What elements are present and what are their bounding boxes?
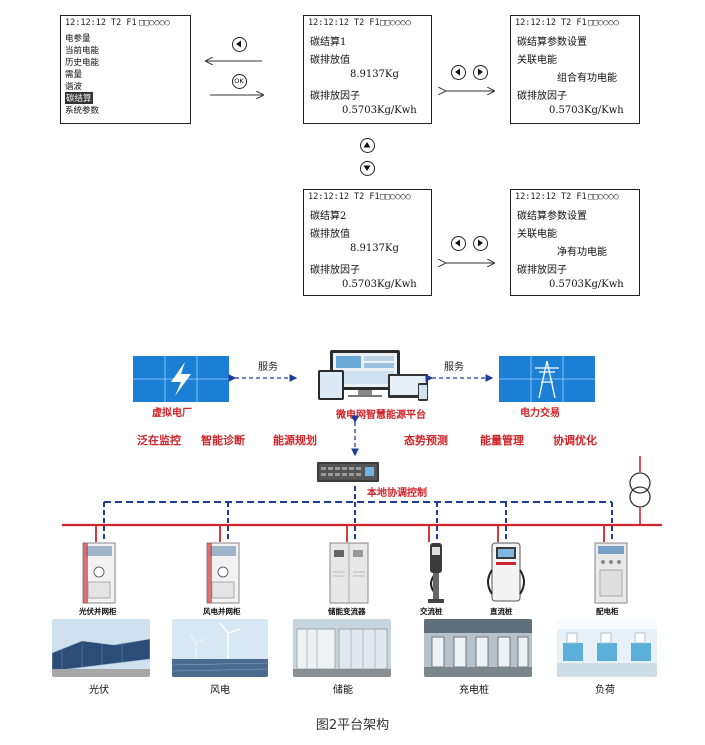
equipment-label: 配电柜 [596, 607, 619, 616]
menu-item: 系统参数 [65, 106, 100, 116]
feature-label: 泛在监控 [137, 434, 181, 447]
menu-item: 当前电能 [65, 46, 100, 56]
site-label: 储能 [333, 685, 353, 696]
ac-charger-icon [428, 543, 444, 603]
dc-charger-icon [487, 542, 525, 602]
site-label: 光伏 [89, 685, 109, 696]
virtual-plant-label: 虚拟电厂 [152, 408, 192, 419]
network-lines [62, 374, 662, 542]
equipment-label: 交流桩 [420, 607, 443, 616]
feature-label: 协调优化 [553, 434, 597, 447]
left-button-icon [451, 236, 466, 251]
storage-photo [293, 619, 391, 677]
transformer-icon [629, 472, 651, 508]
menu-item: 电参量 [65, 34, 91, 44]
power-trade-label: 电力交易 [520, 408, 560, 419]
screen-value: 8.9137Kg [350, 243, 399, 254]
screen-line: 碳结算参数设置 [517, 37, 587, 48]
screen-line: 碳排放因子 [310, 91, 360, 102]
service-label-right: 服务 [444, 362, 464, 373]
status-line: 12:12:12 T2 F1 [65, 18, 137, 28]
screen-indicator-icon: □□○○○○ [380, 192, 411, 202]
screen-line: 碳结算1 [310, 37, 347, 48]
screen-value: 组合有功电能 [557, 73, 617, 84]
local-controller-icon [317, 462, 379, 482]
status-line: 12:12:12 T2 F1 [308, 192, 380, 202]
menu-item-selected: 碳结算 [65, 92, 93, 104]
pv-cabinet-icon [82, 542, 116, 604]
feature-label: 能量管理 [480, 434, 524, 447]
screen-indicator-icon: □□○○○○ [139, 18, 170, 28]
equipment-label: 光伏并网柜 [79, 607, 117, 616]
ok-label: OK [234, 77, 244, 85]
screen-line: 碳排放因子 [517, 91, 567, 102]
distribution-cabinet-icon [594, 542, 628, 604]
power-trade-icon [499, 356, 595, 402]
wind-photo [172, 619, 268, 677]
screen-line: 碳结算参数设置 [517, 211, 587, 222]
screen-value: 0.5703Kg/Kwh [549, 105, 624, 116]
left-button-icon [451, 65, 466, 80]
screen-line: 关联电能 [517, 229, 557, 240]
ok-button-icon: OK [232, 74, 247, 89]
screen-line: 碳排放因子 [310, 265, 360, 276]
site-label: 充电桩 [459, 685, 489, 696]
param-1-screen: 12:12:12 T2 F1 □□○○○○ 碳结算参数设置 关联电能 组合有功电… [510, 15, 640, 124]
screen-line: 碳排放值 [310, 55, 350, 66]
virtual-plant-icon [133, 356, 229, 402]
screen-value: 8.9137Kg [350, 69, 399, 80]
screen-value: 0.5703Kg/Kwh [342, 105, 417, 116]
micro-grid-platform-label: 微电网智慧能源平台 [336, 410, 426, 421]
status-line: 12:12:12 T2 F1 [515, 18, 587, 28]
right-button-icon [473, 65, 488, 80]
screen-flow-arrows [0, 0, 705, 310]
menu-item: 谐波 [65, 82, 83, 92]
screen-indicator-icon: □□○○○○ [588, 192, 619, 202]
menu-screen: 12:12:12 T2 F1 □□○○○○ 电参量 当前电能 历史电能 需量 谐… [60, 15, 191, 124]
feature-label: 智能诊断 [201, 434, 245, 447]
load-photo [557, 619, 657, 677]
screen-value: 0.5703Kg/Kwh [549, 279, 624, 290]
site-label: 负荷 [595, 685, 615, 696]
left-button-icon [232, 37, 247, 52]
status-line: 12:12:12 T2 F1 [515, 192, 587, 202]
platform-devices-icon [318, 350, 428, 401]
screen-indicator-icon: □□○○○○ [588, 18, 619, 28]
equipment-label: 风电并网柜 [203, 607, 241, 616]
param-2-screen: 12:12:12 T2 F1 □□○○○○ 碳结算参数设置 关联电能 净有功电能… [510, 189, 640, 296]
site-label: 风电 [210, 685, 230, 696]
screen-value: 净有功电能 [557, 247, 607, 258]
figure-caption: 图2平台架构 [315, 718, 390, 733]
screen-line: 碳排放值 [310, 229, 350, 240]
status-line: 12:12:12 T2 F1 [308, 18, 380, 28]
equipment-label: 直流桩 [490, 607, 513, 616]
menu-item: 历史电能 [65, 58, 100, 68]
solar-photo [52, 619, 150, 677]
menu-item: 需量 [65, 70, 83, 80]
screen-line: 关联电能 [517, 55, 557, 66]
screen-value: 0.5703Kg/Kwh [342, 279, 417, 290]
carbon-1-screen: 12:12:12 T2 F1 □□○○○○ 碳结算1 碳排放值 8.9137Kg… [303, 15, 432, 124]
charging-photo [424, 619, 532, 677]
storage-converter-icon [329, 542, 369, 604]
right-button-icon [473, 236, 488, 251]
feature-label: 态势预测 [404, 434, 448, 447]
screen-line: 碳排放因子 [517, 265, 567, 276]
up-button-icon [360, 138, 375, 153]
down-button-icon [360, 161, 375, 176]
feature-label: 能源规划 [273, 434, 317, 447]
carbon-2-screen: 12:12:12 T2 F1 □□○○○○ 碳结算2 碳排放值 8.9137Kg… [303, 189, 432, 296]
screen-indicator-icon: □□○○○○ [380, 18, 411, 28]
wind-cabinet-icon [206, 542, 240, 604]
equipment-label: 储能变流器 [328, 607, 366, 616]
service-label-left: 服务 [258, 362, 278, 373]
screen-line: 碳结算2 [310, 211, 347, 222]
local-control-label: 本地协调控制 [367, 488, 427, 499]
